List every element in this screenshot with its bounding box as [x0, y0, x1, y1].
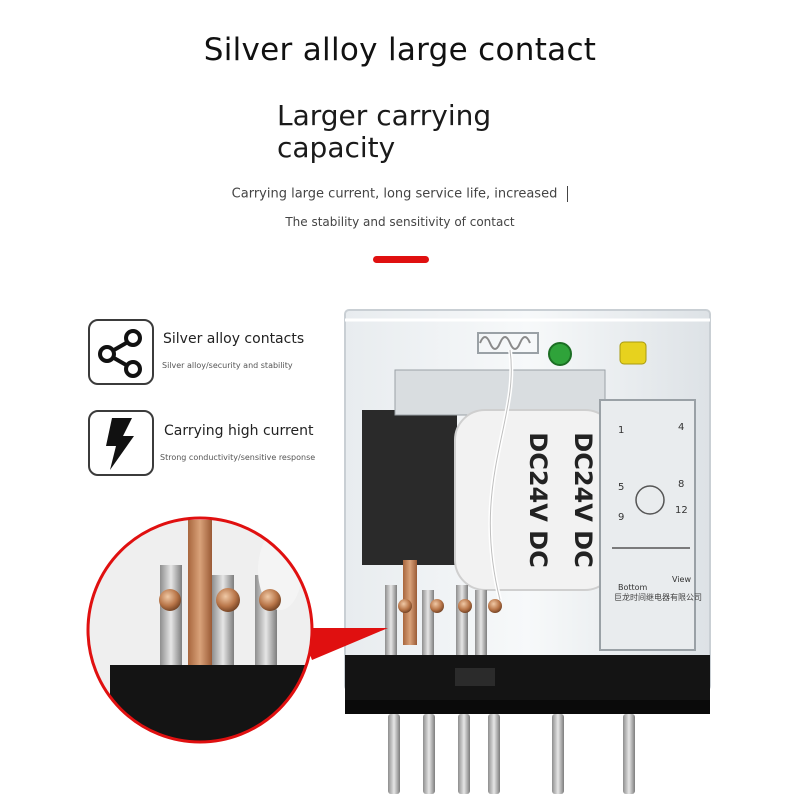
- internal-contacts: [385, 560, 502, 655]
- lightning-bolt-icon-box: [88, 410, 154, 476]
- contact-carrier: [394, 369, 606, 416]
- schematic-plate: [599, 399, 696, 651]
- lightning-bolt-icon: [106, 418, 134, 470]
- red-accent-line: [373, 256, 429, 263]
- relay-illustration: DC24V DC DC24V DC 1 5 9 4 8 12 Bottom Vi…: [86, 309, 711, 794]
- bottom-label: Bottom: [618, 583, 648, 592]
- terminal-9: 9: [618, 512, 624, 523]
- share-nodes-icon: [98, 329, 142, 378]
- relay-pins: [388, 714, 635, 794]
- coil-label: DC24V DC: [524, 432, 552, 567]
- yellow-indicator: [619, 341, 647, 365]
- schematic-coil-symbol: [635, 485, 665, 515]
- zoom-detail: [88, 518, 312, 742]
- terminal-5: 5: [618, 482, 624, 493]
- relay-base-bottom: [345, 700, 710, 714]
- subhead: Larger carrying capacity: [277, 99, 492, 164]
- description-line-1-text: Carrying large current, long service lif…: [231, 186, 558, 202]
- green-indicator: [548, 342, 572, 366]
- headline: Silver alloy large contact: [203, 32, 597, 68]
- terminal-4: 4: [678, 422, 684, 433]
- description-line-1: Carrying large current, long service lif…: [0, 186, 800, 202]
- feature-title-high-current: Carrying high current: [164, 423, 314, 439]
- terminal-1: 1: [618, 425, 624, 436]
- coil-wire-outline: [489, 349, 512, 601]
- text-cursor-bar: [567, 186, 569, 202]
- feature-title-silver-alloy: Silver alloy contacts: [163, 331, 305, 347]
- terminal-12: 12: [675, 505, 688, 516]
- relay-base: [345, 655, 710, 700]
- return-spring: [477, 332, 539, 354]
- feature-desc-silver-alloy: Silver alloy/security and stability: [162, 361, 293, 370]
- share-nodes-icon-box: [88, 319, 154, 385]
- feature-desc-high-current: Strong conductivity/sensitive response: [160, 453, 316, 462]
- manufacturer-label: 巨龙时间继电器有限公司: [614, 592, 702, 602]
- view-label: View: [672, 575, 691, 584]
- description-line-2: The stability and sensitivity of contact: [285, 215, 515, 229]
- terminal-8: 8: [678, 479, 684, 490]
- base-slot: [455, 668, 495, 686]
- armature-block: [362, 410, 457, 565]
- coil-label-2: DC24V DC: [569, 432, 597, 567]
- zoom-circle-border: [86, 516, 314, 744]
- zoom-pointer: [300, 628, 388, 660]
